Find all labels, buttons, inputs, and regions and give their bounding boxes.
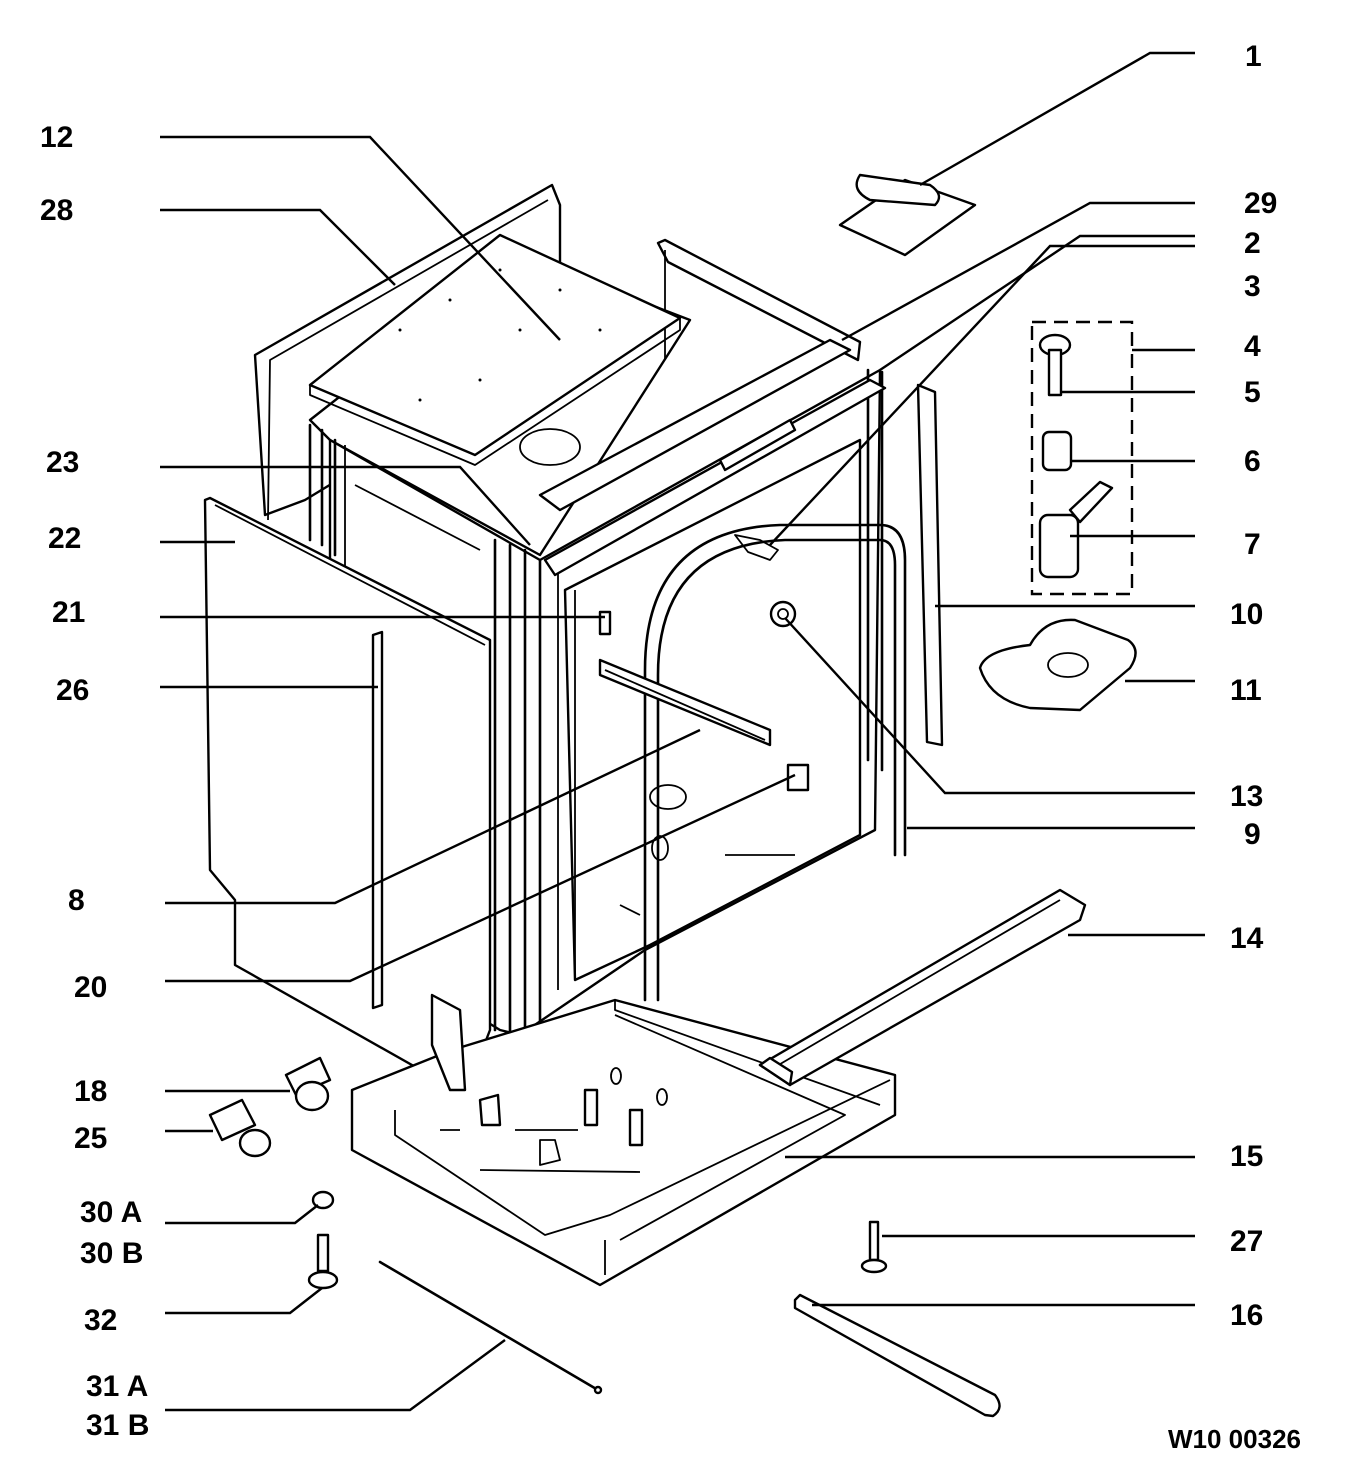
screw-27	[860, 1220, 888, 1274]
part-label-5: 5	[1244, 376, 1261, 409]
part-label-7: 7	[1244, 528, 1261, 561]
part-label-30b: 30 B	[80, 1237, 143, 1270]
part-label-26: 26	[56, 674, 89, 707]
part-label-28: 28	[40, 194, 73, 227]
part-label-29: 29	[1244, 187, 1277, 220]
leader-lines	[160, 51, 1205, 1412]
reference-code: W10 00326	[1168, 1424, 1301, 1454]
nut-30	[311, 1190, 335, 1210]
part-label-11: 11	[1230, 674, 1262, 707]
part-label-23: 23	[46, 446, 79, 479]
side-strip-10	[916, 383, 944, 747]
clip-25	[208, 1098, 272, 1158]
top-insulation-pad	[308, 233, 682, 466]
part-label-27: 27	[1230, 1225, 1263, 1258]
rod-31	[378, 1260, 603, 1395]
part-label-2: 2	[1244, 227, 1261, 260]
part-label-4: 4	[1244, 330, 1261, 363]
strip-16	[793, 1293, 1001, 1418]
part-label-1: 1	[1245, 40, 1262, 73]
part-label-32: 32	[84, 1304, 117, 1337]
part-label-6: 6	[1244, 445, 1261, 478]
clip-18	[284, 1056, 332, 1112]
hinge-part-1	[838, 173, 977, 257]
drain-filter-set	[1030, 320, 1134, 596]
part-label-18: 18	[74, 1075, 107, 1108]
side-panel	[203, 496, 492, 1097]
side-rail	[758, 888, 1087, 1087]
filter-plate-11	[978, 618, 1137, 712]
part-label-31a: 31 A	[86, 1370, 148, 1403]
part-label-25: 25	[74, 1122, 107, 1155]
part-label-8: 8	[68, 884, 85, 917]
part-label-15: 15	[1230, 1140, 1263, 1173]
part-label-22: 22	[48, 522, 81, 555]
part-label-31b: 31 B	[86, 1409, 149, 1442]
screw-32	[307, 1233, 339, 1290]
part-label-13: 13	[1230, 780, 1263, 813]
part-label-9: 9	[1244, 818, 1261, 851]
part-label-30a: 30 A	[80, 1196, 142, 1229]
base-frame	[350, 993, 897, 1287]
part-label-12: 12	[40, 121, 73, 154]
part-label-20: 20	[74, 971, 107, 1004]
part-label-21: 21	[52, 596, 85, 629]
part-label-16: 16	[1230, 1299, 1263, 1332]
part-label-14: 14	[1230, 922, 1264, 955]
part-label-10: 10	[1230, 598, 1263, 631]
part-label-3: 3	[1244, 270, 1261, 303]
part-labels: 1 12 28 29 2 3 4 5 23 6 22 7 21 10 26 11…	[40, 40, 1301, 1454]
